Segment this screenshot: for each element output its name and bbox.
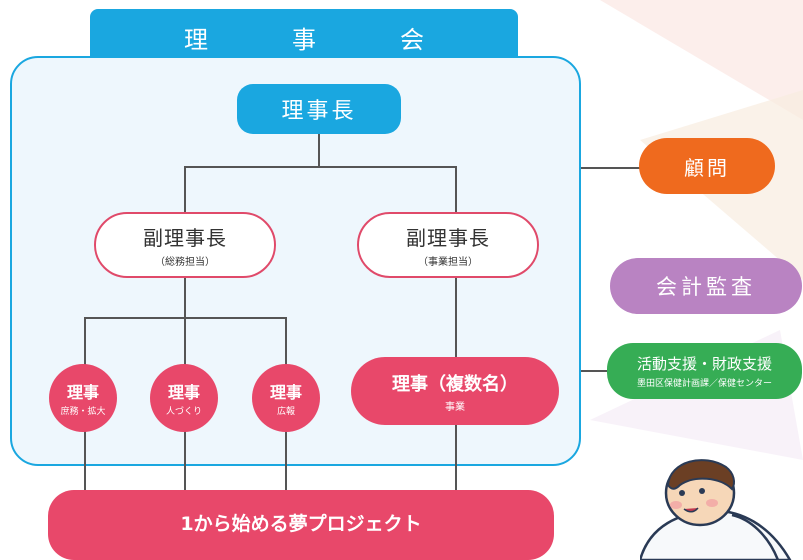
mascot-illustration xyxy=(640,459,792,560)
vice-chair-title: 副理事長 xyxy=(143,226,227,250)
director-role: 人づくり xyxy=(165,407,202,417)
vice-chair-general: 副理事長 （総務担当） xyxy=(94,212,276,278)
vice-chair-role: （総務担当） xyxy=(155,257,215,268)
connector-line xyxy=(581,370,609,372)
director-multi-title: 理事（複数名） xyxy=(392,373,518,395)
vice-chair-role: （事業担当） xyxy=(418,257,478,268)
support-subtitle: 墨田区保健計画課／保健センター xyxy=(636,379,772,389)
chairman-box: 理事長 xyxy=(237,84,401,134)
director-role: 庶務・拡大 xyxy=(60,407,106,417)
director-general-affairs: 理事 庶務・拡大 xyxy=(49,364,117,432)
audit-label: 会計監査 xyxy=(656,275,756,299)
project-label: 1から始める夢プロジェクト xyxy=(180,512,422,535)
connector-line xyxy=(184,278,186,318)
connector-line xyxy=(318,134,320,166)
support-title: 活動支援・財政支援 xyxy=(636,355,772,373)
connector-line xyxy=(455,166,457,212)
director-multiple: 理事（複数名） 事業 xyxy=(351,357,559,425)
advisor-badge: 顧問 xyxy=(639,138,775,194)
director-role: 広報 xyxy=(276,407,295,417)
vice-chair-business: 副理事長 （事業担当） xyxy=(357,212,539,278)
dream-project-box: 1から始める夢プロジェクト xyxy=(48,490,554,560)
director-people-development: 理事 人づくり xyxy=(150,364,218,432)
board-title: 理 事 会 xyxy=(184,25,454,54)
chairman-label: 理事長 xyxy=(281,99,357,124)
connector-line xyxy=(184,166,186,212)
advisor-label: 顧問 xyxy=(684,155,730,180)
connector-line xyxy=(184,166,456,168)
vice-chair-title: 副理事長 xyxy=(406,226,490,250)
director-title: 理事 xyxy=(269,383,302,402)
support-badge: 活動支援・財政支援 墨田区保健計画課／保健センター xyxy=(607,343,802,399)
connector-line xyxy=(581,167,641,169)
director-multi-role: 事業 xyxy=(445,401,465,413)
board-title-tab: 理 事 会 xyxy=(90,9,518,65)
director-title: 理事 xyxy=(167,383,200,402)
director-title: 理事 xyxy=(66,383,99,402)
audit-badge: 会計監査 xyxy=(610,258,802,314)
director-pr: 理事 広報 xyxy=(252,364,320,432)
